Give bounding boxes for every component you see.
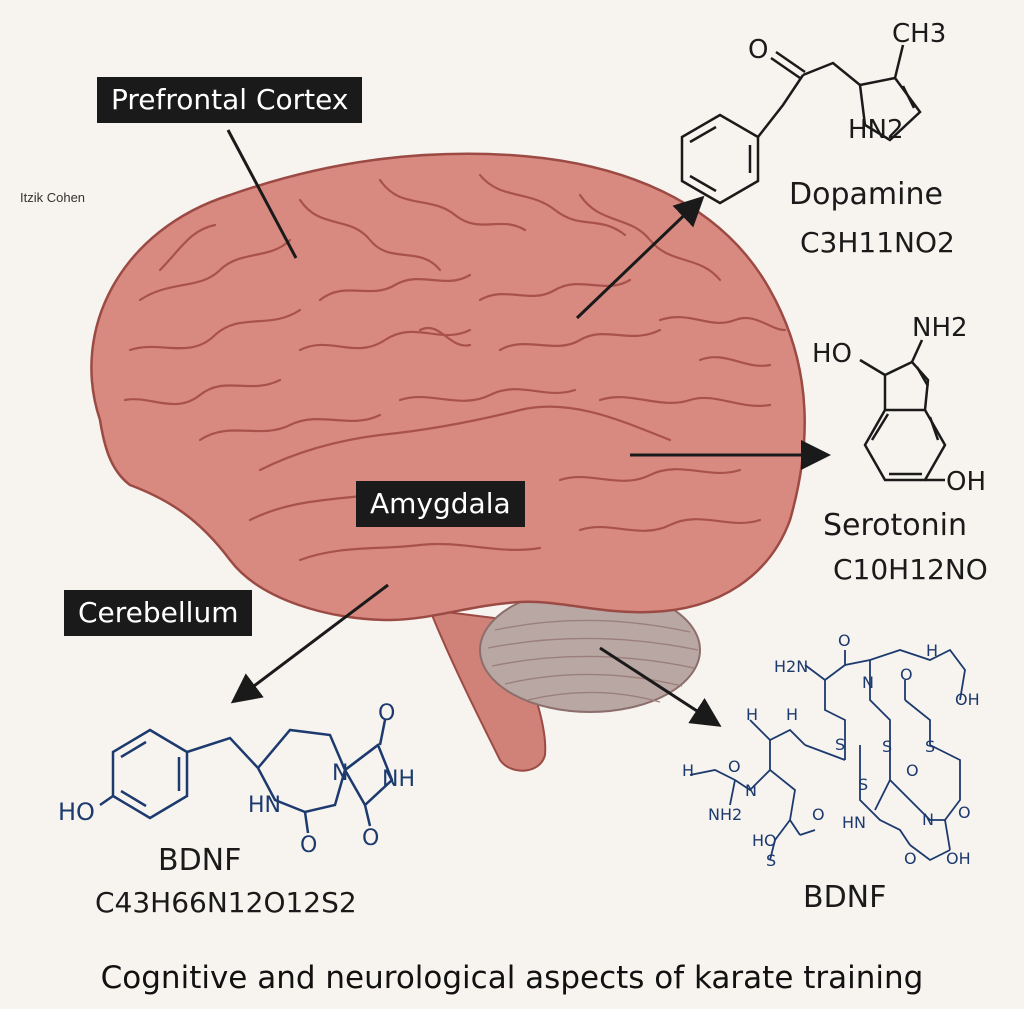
bdnf-right-structure: [689, 648, 966, 862]
bdnf-right-s-2: S: [882, 737, 892, 756]
cerebellum-shape: [479, 587, 701, 713]
bdnf-left-arrow: [230, 583, 389, 704]
serotonin-hydroxyl-bottom: OH: [946, 467, 986, 497]
dopamine-name: Dopamine: [789, 177, 943, 212]
bdnf-right-h-4: H: [682, 761, 694, 780]
connector-lines: [226, 129, 831, 727]
bdnf-right-n-1: N: [862, 673, 874, 692]
bdnf-right-ho: HO: [752, 831, 777, 850]
bdnf-left-structure: [99, 719, 394, 834]
bdnf-left-imide: NH: [382, 767, 415, 792]
serotonin-structure: [859, 339, 947, 482]
bdnf-right-n-3: N: [922, 810, 934, 829]
prefrontal-pointer: [226, 129, 298, 259]
serotonin-amine: NH2: [912, 313, 968, 343]
dopamine-arrow: [575, 195, 705, 320]
bdnf-right-h-2: H: [746, 705, 758, 724]
bdnf-right-o-7: O: [958, 803, 971, 822]
bdnf-right-s-3: S: [925, 737, 935, 756]
serotonin-formula: C10H12NO: [833, 553, 988, 586]
bdnf-right-s-1: S: [835, 735, 845, 754]
bdnf-right-o-2: O: [900, 665, 913, 684]
bdnf-right-o-5: O: [812, 805, 825, 824]
bdnf-left-formula: C43H66N12O12S2: [95, 886, 357, 919]
bdnf-right-o-6: O: [904, 849, 917, 868]
bdnf-right-h-1: H: [926, 641, 938, 660]
prefrontal-cortex-label: Prefrontal Cortex: [97, 77, 363, 123]
cerebellum-label: Cerebellum: [64, 590, 253, 636]
brain-cerebrum: [90, 152, 806, 622]
bdnf-left-o2: O: [300, 833, 317, 858]
dopamine-structure: [680, 44, 922, 205]
figure-caption: Cognitive and neurological aspects of ka…: [100, 960, 924, 996]
bdnf-right-oh-1: OH: [955, 690, 980, 709]
serotonin-hydroxyl-top: HO: [812, 339, 852, 369]
bdnf-right-o-3: O: [906, 761, 919, 780]
bdnf-right-h-3: H: [786, 705, 798, 724]
dopamine-methyl: CH3: [892, 19, 946, 49]
bdnf-right-o-4: O: [728, 757, 741, 776]
bdnf-right-s-4: S: [858, 775, 868, 794]
dopamine-amine: HN2: [848, 115, 904, 145]
bdnf-right-oh-2: OH: [946, 849, 971, 868]
bdnf-right-atoms: H2N O N H O OH S S S O H H H O N NH2 S H…: [682, 631, 980, 870]
dopamine-formula: C3H11NO2: [800, 226, 955, 259]
bdnf-left-o1: O: [378, 701, 395, 726]
bdnf-left-hydroxyl: HO: [58, 798, 95, 826]
bdnf-left-ring-n: N: [332, 761, 348, 786]
bdnf-right-name: BDNF: [803, 880, 887, 915]
bdnf-right-n-2: N: [745, 781, 757, 800]
serotonin-name: Serotonin: [823, 508, 968, 543]
bdnf-right-h2n: H2N: [774, 657, 808, 676]
bdnf-right-arrow: [599, 646, 722, 727]
bdnf-right-hn: HN: [842, 813, 866, 832]
bdnf-right-s-5: S: [766, 851, 776, 870]
bdnf-left-o3: O: [362, 826, 379, 851]
bdnf-left-lactam: HN: [248, 793, 281, 818]
dopamine-oxygen: O: [748, 35, 768, 65]
author-credit: Itzik Cohen: [20, 190, 86, 205]
bdnf-left-name: BDNF: [158, 843, 242, 878]
amygdala-label: Amygdala: [356, 481, 525, 527]
bdnf-right-o-1: O: [838, 631, 851, 650]
bdnf-right-nh2: NH2: [708, 805, 742, 824]
